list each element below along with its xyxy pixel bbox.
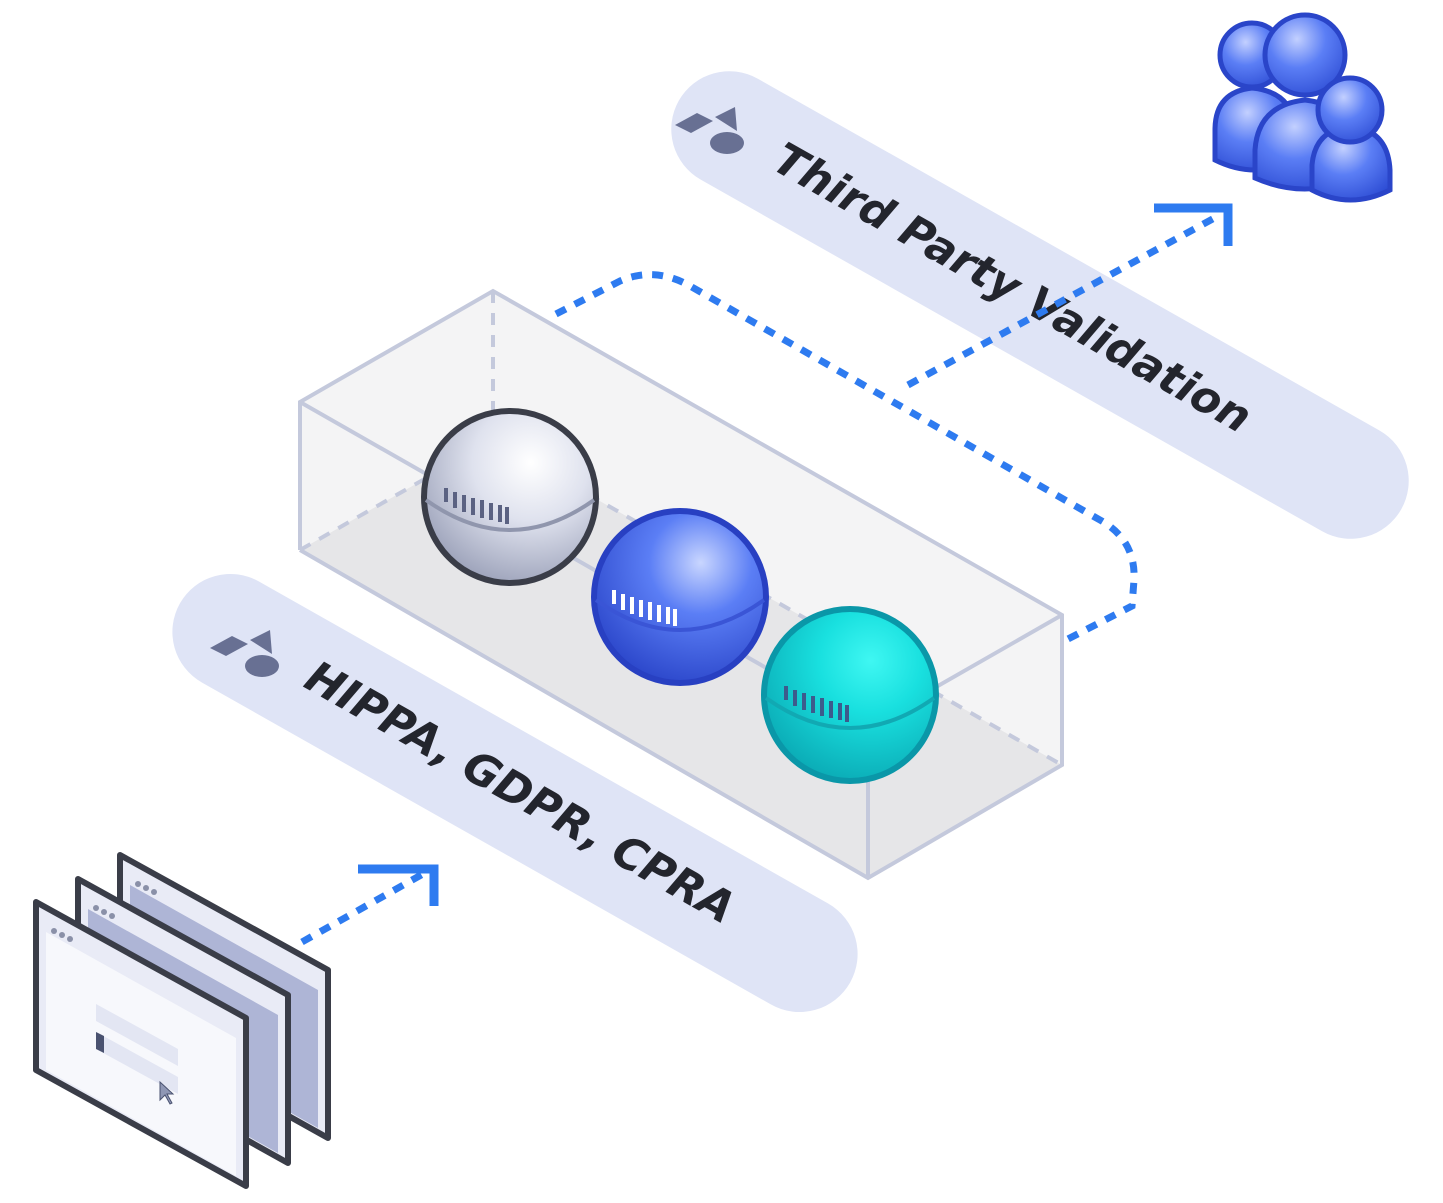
- data-sphere-gray: [421, 408, 599, 586]
- validation-label: Third Party Validation: [765, 133, 1260, 443]
- data-sphere-teal: [761, 606, 939, 784]
- arrow-head-compliance: [358, 864, 439, 906]
- flow-path-loop: [554, 271, 1138, 644]
- compliance-pill: [172, 573, 858, 1013]
- data-sphere-blue: [591, 508, 769, 686]
- shapes-icon: [210, 630, 279, 677]
- user-group-icon: [1212, 12, 1393, 203]
- validation-pill: [671, 71, 1409, 539]
- browser-windows-icon: [33, 852, 331, 1189]
- shapes-icon: [675, 107, 744, 154]
- arrow-head-users: [1154, 203, 1233, 246]
- flow-path-to-compliance: [300, 866, 432, 946]
- flow-path-to-users: [906, 211, 1222, 389]
